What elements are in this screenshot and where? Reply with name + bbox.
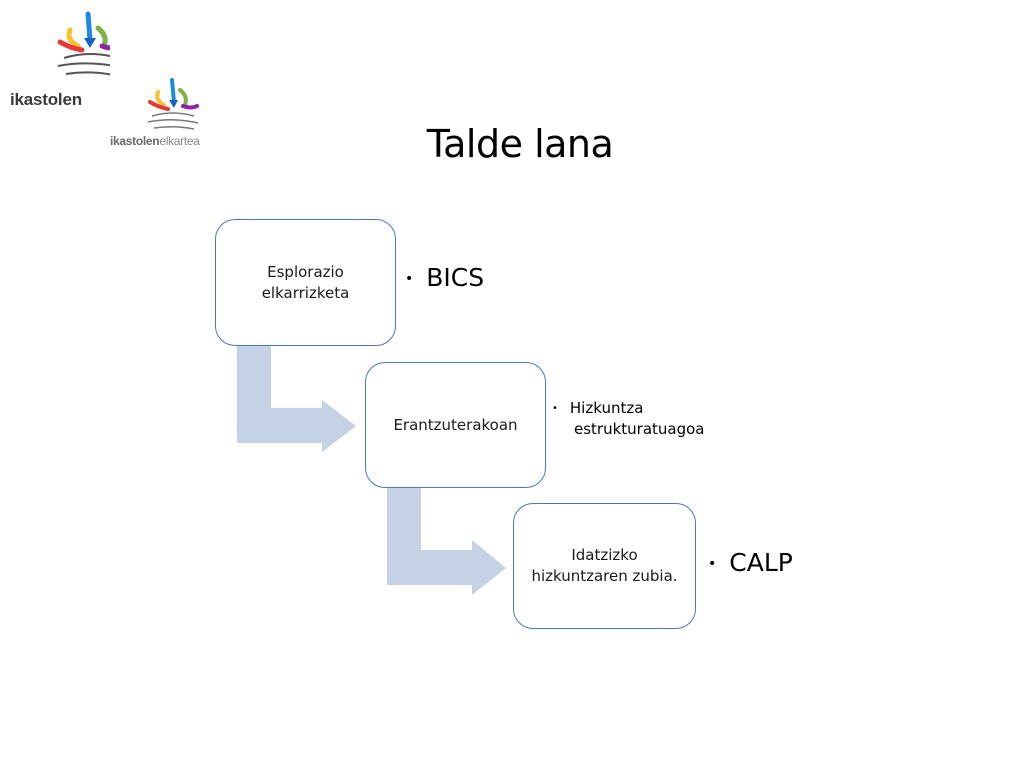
connector-arrow-1 bbox=[237, 346, 356, 452]
bullet-text: CALP bbox=[729, 548, 793, 577]
bullet-dot: • bbox=[552, 403, 558, 414]
logo-text: ikastolen bbox=[10, 90, 82, 108]
bullet-text: BICS bbox=[426, 263, 485, 292]
ikastolen-elkartea-logo-icon bbox=[147, 78, 199, 130]
logo-text: ikastolenelkartea bbox=[110, 134, 200, 148]
connector-arrow-2 bbox=[387, 488, 506, 595]
bullet-calp: • CALP bbox=[708, 548, 793, 579]
bullet-bics: • BICS bbox=[405, 263, 484, 294]
bullet-text-line1: Hizkuntza bbox=[569, 399, 644, 417]
slide-title: Talde lana bbox=[426, 122, 614, 166]
bullet-dot: • bbox=[708, 556, 717, 572]
diagram-node-erantzuterakoan: Erantzuterakoan bbox=[365, 362, 546, 488]
ikastolen-logo-primary: ikastolen bbox=[0, 8, 110, 108]
bullet-hizkuntza: • Hizkuntza estrukturatuagoa bbox=[552, 398, 705, 440]
bullet-text-line2: estrukturatuagoa bbox=[574, 420, 705, 438]
logo-text-light: elkartea bbox=[159, 134, 200, 148]
bullet-dot: • bbox=[405, 271, 414, 287]
diagram-node-idatzizko: Idatzizko hizkuntzaren zubia. bbox=[513, 503, 696, 629]
ikastolen-elkartea-logo-icon bbox=[57, 11, 110, 76]
diagram-node-esplorazio: Esplorazio elkarrizketa bbox=[215, 219, 396, 346]
ikastolen-elkartea-logo-secondary: ikastolenelkartea bbox=[108, 78, 248, 158]
logo-text-bold: ikastolen bbox=[110, 134, 160, 148]
